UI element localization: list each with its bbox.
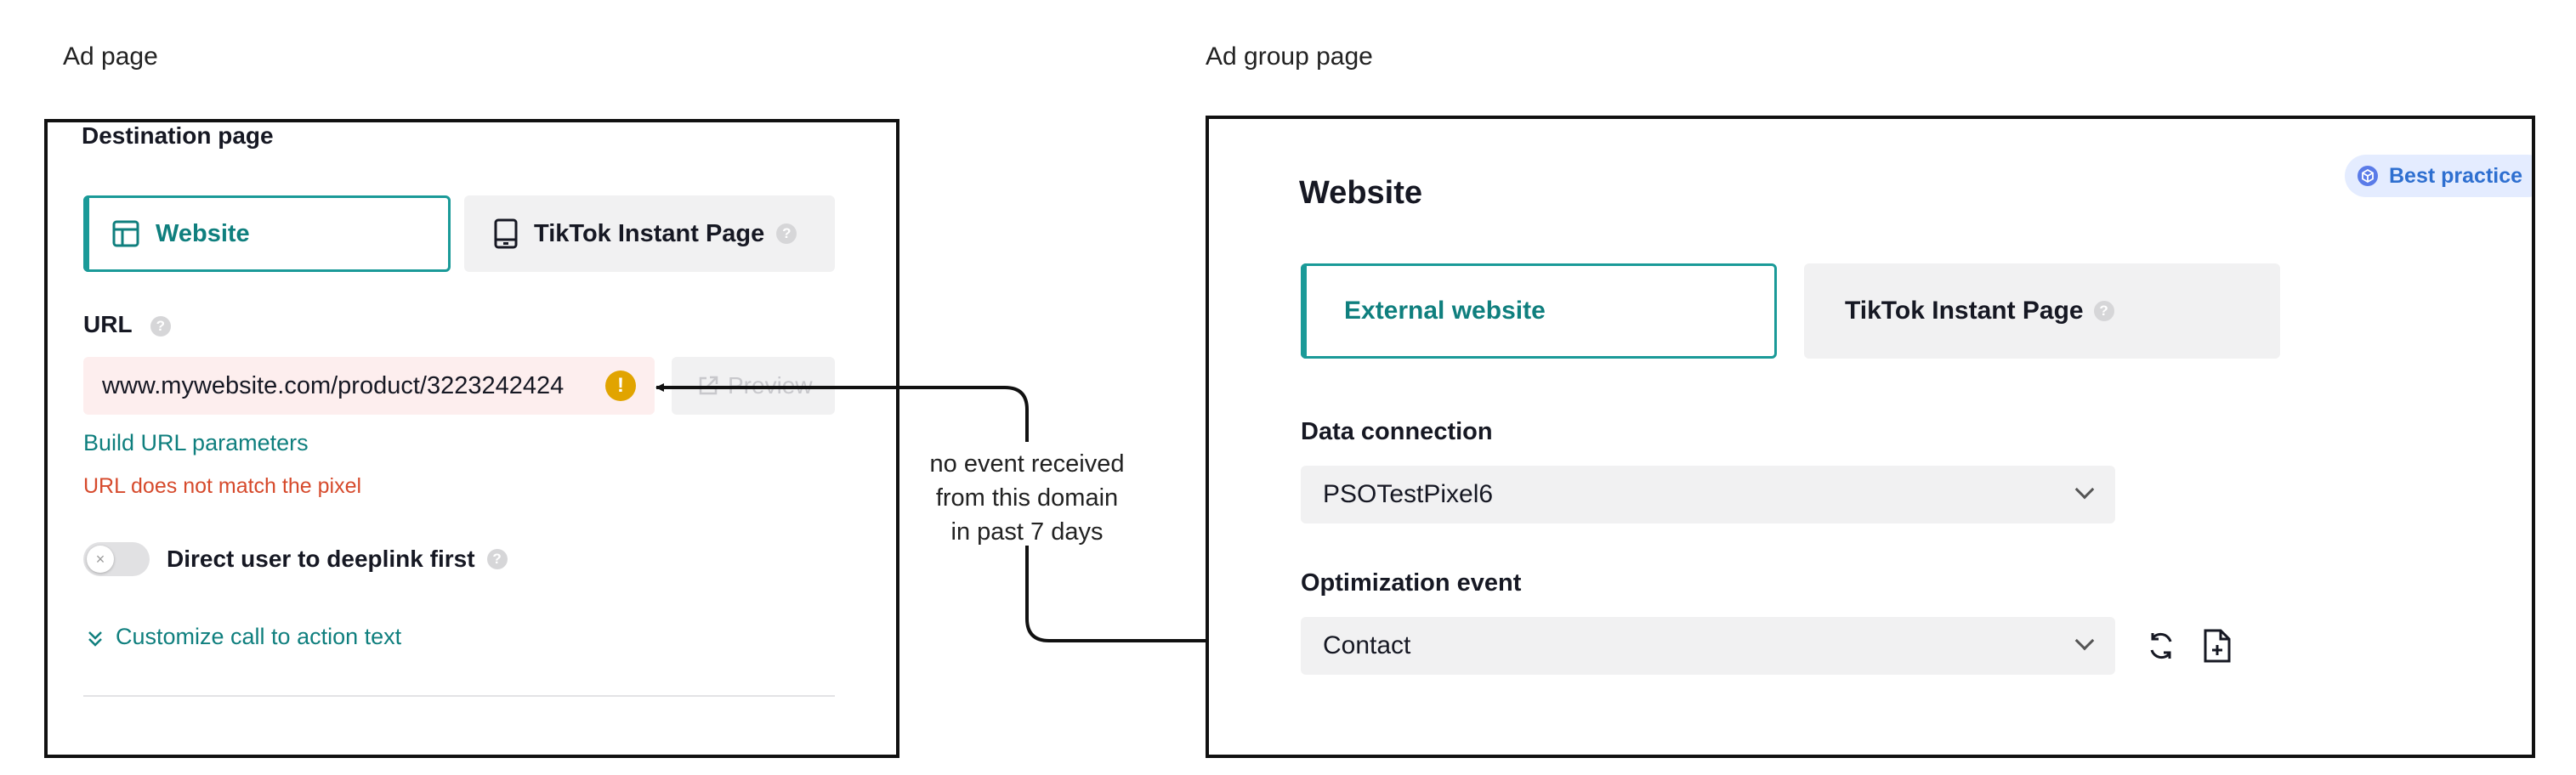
ad-group-page-caption: Ad group page: [1206, 42, 1373, 71]
deeplink-toggle[interactable]: ×: [83, 542, 150, 576]
build-url-parameters-link[interactable]: Build URL parameters: [83, 430, 309, 455]
divider: [83, 695, 835, 697]
optimization-event-select[interactable]: Contact: [1301, 617, 2115, 675]
url-label: URL: [83, 311, 133, 337]
tiktok-instant-page-label: TikTok Instant Page: [534, 219, 765, 247]
url-error-message: URL does not match the pixel: [83, 474, 362, 498]
customize-cta-link[interactable]: Customize call to action text: [87, 624, 401, 650]
annotation-line: no event received: [929, 450, 1125, 478]
chevron-double-down-icon: [87, 628, 104, 647]
deeplink-label: Direct user to deeplink first: [167, 546, 475, 572]
add-file-icon[interactable]: [2200, 627, 2234, 665]
annotation-line: from this domain: [935, 484, 1119, 512]
help-icon[interactable]: ?: [150, 315, 171, 337]
help-icon[interactable]: ?: [776, 223, 797, 244]
external-website-label: External website: [1344, 297, 1546, 325]
ad-page-panel: Destination page Website TikTok Instant …: [44, 119, 899, 758]
tiktok-instant-page-option[interactable]: TikTok Instant Page ?: [464, 195, 835, 272]
data-connection-select[interactable]: PSOTestPixel6: [1301, 466, 2115, 523]
ad-group-page-panel: Website Best practice External website T…: [1206, 116, 2535, 758]
optimization-event-value: Contact: [1323, 631, 1411, 659]
refresh-icon[interactable]: [2144, 629, 2178, 663]
preview-label: Preview: [728, 372, 813, 399]
layout-icon: [111, 219, 140, 248]
annotation-note: no event received from this domain in pa…: [922, 447, 1132, 549]
data-connection-value: PSOTestPixel6: [1323, 480, 1494, 508]
url-label-row: URL ?: [83, 311, 171, 338]
destination-page-label: Destination page: [82, 122, 274, 149]
external-link-icon: [697, 375, 719, 397]
website-option[interactable]: Website: [83, 195, 451, 272]
tiktok-instant-page-label: TikTok Instant Page: [1845, 297, 2084, 325]
deeplink-row: × Direct user to deeplink first ?: [83, 542, 508, 576]
chevron-down-icon: [2074, 631, 2095, 651]
cube-icon: [2357, 165, 2379, 187]
url-value: www.mywebsite.com/product/3223242424: [102, 371, 565, 399]
arrow-to-url-field: [655, 383, 1029, 442]
external-website-option[interactable]: External website: [1301, 263, 1777, 359]
chevron-down-icon: [2074, 479, 2095, 500]
url-input[interactable]: www.mywebsite.com/product/3223242424 !: [83, 357, 655, 415]
best-practice-label: Best practice: [2389, 163, 2523, 188]
page-title: Website: [1299, 175, 1423, 211]
ad-page-caption: Ad page: [63, 42, 158, 71]
website-option-label: Website: [156, 219, 250, 247]
best-practice-badge[interactable]: Best practice: [2345, 155, 2532, 197]
data-connection-label: Data connection: [1301, 418, 1493, 445]
optimization-event-label: Optimization event: [1301, 569, 1522, 597]
help-icon[interactable]: ?: [486, 549, 508, 569]
arrow-to-optimization-event: [1025, 546, 1293, 645]
tiktok-instant-page-option[interactable]: TikTok Instant Page ?: [1804, 263, 2280, 359]
help-icon[interactable]: ?: [2093, 301, 2114, 321]
annotation-line: in past 7 days: [950, 518, 1104, 546]
customize-cta-label: Customize call to action text: [116, 624, 402, 649]
warning-icon: !: [605, 371, 636, 401]
toggle-knob: ×: [87, 546, 114, 573]
tablet-icon: [493, 218, 519, 249]
